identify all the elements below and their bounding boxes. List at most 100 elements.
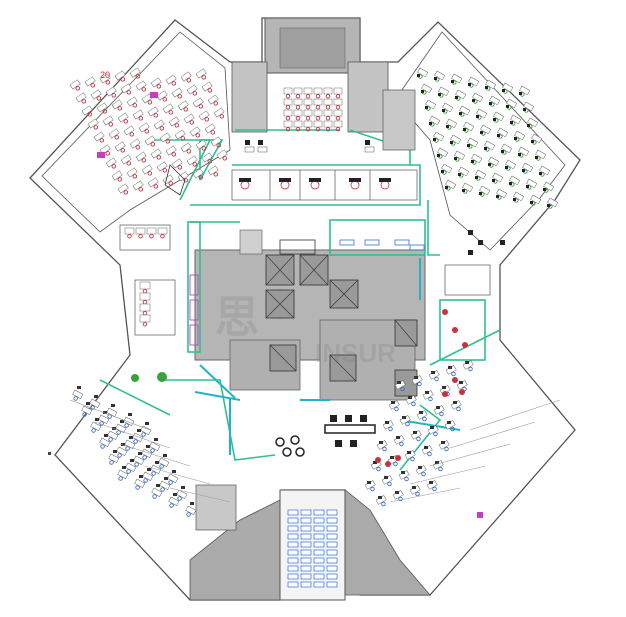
chair — [367, 481, 371, 484]
workstation — [462, 360, 474, 372]
sofa — [279, 239, 316, 255]
workstation — [162, 174, 174, 186]
workstation — [90, 89, 102, 101]
small-rooms — [119, 89, 491, 336]
round-table — [280, 180, 290, 190]
workstation — [526, 178, 538, 190]
workstation — [510, 114, 522, 126]
chair — [172, 470, 176, 473]
bottom-stair-blocks — [189, 484, 431, 601]
classroom-seat — [313, 509, 325, 516]
round-table — [350, 180, 360, 190]
workstation — [150, 77, 162, 89]
top-shaft-block — [231, 17, 389, 133]
chair — [130, 459, 134, 462]
classroom-seat — [326, 533, 338, 540]
chair — [433, 138, 436, 141]
chair — [530, 201, 533, 204]
desk-row — [394, 239, 410, 246]
chair — [360, 415, 367, 422]
chair — [510, 121, 513, 124]
chair — [424, 446, 428, 449]
chair — [391, 401, 395, 404]
office-wall — [409, 465, 486, 485]
chair — [154, 438, 158, 441]
desk-cluster-top-left — [69, 67, 228, 327]
chair — [437, 154, 440, 157]
cabinet — [189, 324, 199, 346]
workstation — [176, 489, 188, 501]
chair — [535, 156, 538, 159]
workstation — [177, 100, 189, 112]
chair — [335, 440, 342, 447]
chair — [137, 429, 141, 432]
chair-red — [375, 457, 381, 463]
chair — [417, 74, 420, 77]
chair — [467, 144, 470, 147]
chair — [401, 471, 405, 474]
glass-walls — [194, 258, 461, 455]
workstation — [117, 183, 129, 195]
workstation — [207, 165, 219, 177]
desk-row — [339, 239, 355, 246]
chair-red — [385, 461, 391, 467]
classroom-seat — [300, 509, 312, 516]
workstation — [126, 167, 138, 179]
chair — [441, 170, 444, 173]
watermark: 思 INSUR — [215, 293, 396, 368]
workstation — [531, 133, 543, 145]
meeting-seat — [139, 281, 151, 294]
workstation — [195, 68, 207, 80]
workstation — [98, 414, 110, 426]
workstation — [162, 103, 174, 115]
chair — [421, 90, 424, 93]
workstation — [186, 155, 198, 167]
workstation — [151, 487, 163, 499]
chair-red — [452, 327, 458, 333]
workstation — [153, 119, 165, 131]
classroom-seat — [326, 549, 338, 556]
classroom-seat — [300, 565, 312, 572]
workstation — [509, 175, 521, 187]
meeting-seat — [146, 227, 157, 239]
classroom-seat — [313, 517, 325, 524]
workstation — [410, 430, 422, 442]
chair — [138, 452, 142, 455]
chair — [465, 361, 469, 364]
office-rooms-bottom-right — [364, 360, 561, 518]
chair — [500, 240, 505, 245]
classroom-seat — [333, 109, 343, 121]
stool — [282, 447, 292, 457]
classroom-seat — [287, 533, 299, 540]
meeting-seat — [135, 227, 146, 239]
workstation — [105, 86, 117, 98]
chair — [147, 468, 151, 471]
workstation — [158, 457, 170, 469]
chair — [434, 77, 437, 80]
office-wall — [144, 465, 211, 485]
workstation — [201, 81, 213, 93]
workstation — [458, 166, 470, 178]
workstation — [102, 115, 114, 127]
workstation — [180, 71, 192, 83]
chair — [430, 426, 434, 429]
chair — [155, 461, 159, 464]
chair — [497, 134, 500, 137]
workstation — [364, 480, 376, 492]
chair — [128, 413, 132, 416]
workstation — [442, 102, 454, 114]
workstation — [186, 84, 198, 96]
workstation — [116, 446, 128, 458]
workstation — [174, 129, 186, 141]
chair — [145, 422, 149, 425]
chair — [397, 381, 401, 384]
classroom-seat — [323, 109, 333, 121]
meeting-seat — [124, 227, 135, 239]
chair — [485, 86, 488, 89]
office-rooms-bottom-left — [69, 372, 231, 517]
workstation — [375, 495, 387, 507]
workstation — [125, 462, 137, 474]
chair-red — [395, 455, 401, 461]
workstation — [213, 107, 225, 119]
workstation — [108, 453, 120, 465]
